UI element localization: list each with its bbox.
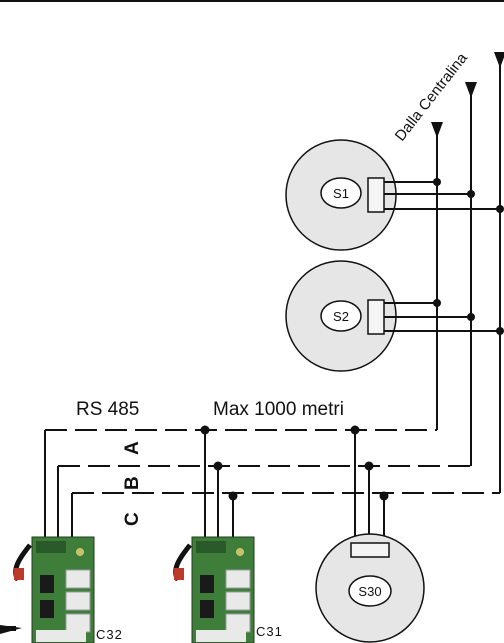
wire-c-label: C [122,512,143,526]
controller-c31-label: C31 [256,624,283,639]
wire-b-label: B [122,476,143,490]
controller-c32 [0,536,95,643]
sensor-s1: S1 [285,139,504,251]
incoming-lines [431,52,504,493]
source-label: Dalla Centralina [392,49,472,144]
bus-label: RS 485 [76,399,139,420]
c32-drops [44,430,73,545]
sensor-s30: S30 [315,533,425,643]
s30-drops [354,430,385,548]
s30-junctions [350,425,389,501]
sensor-s1-label: S1 [333,186,349,201]
controller-c31 [173,536,255,643]
c31-drops [204,430,234,545]
sensor-s30-label: S30 [358,584,381,599]
sensor-s2: S2 [285,260,504,372]
wire-a-label: A [122,441,143,455]
sensor-s2-label: S2 [333,309,349,324]
controller-c32-label: C32 [96,627,123,642]
c31-junctions [200,425,238,501]
distance-label: Max 1000 metri [213,399,344,420]
bus-lines [45,429,500,494]
